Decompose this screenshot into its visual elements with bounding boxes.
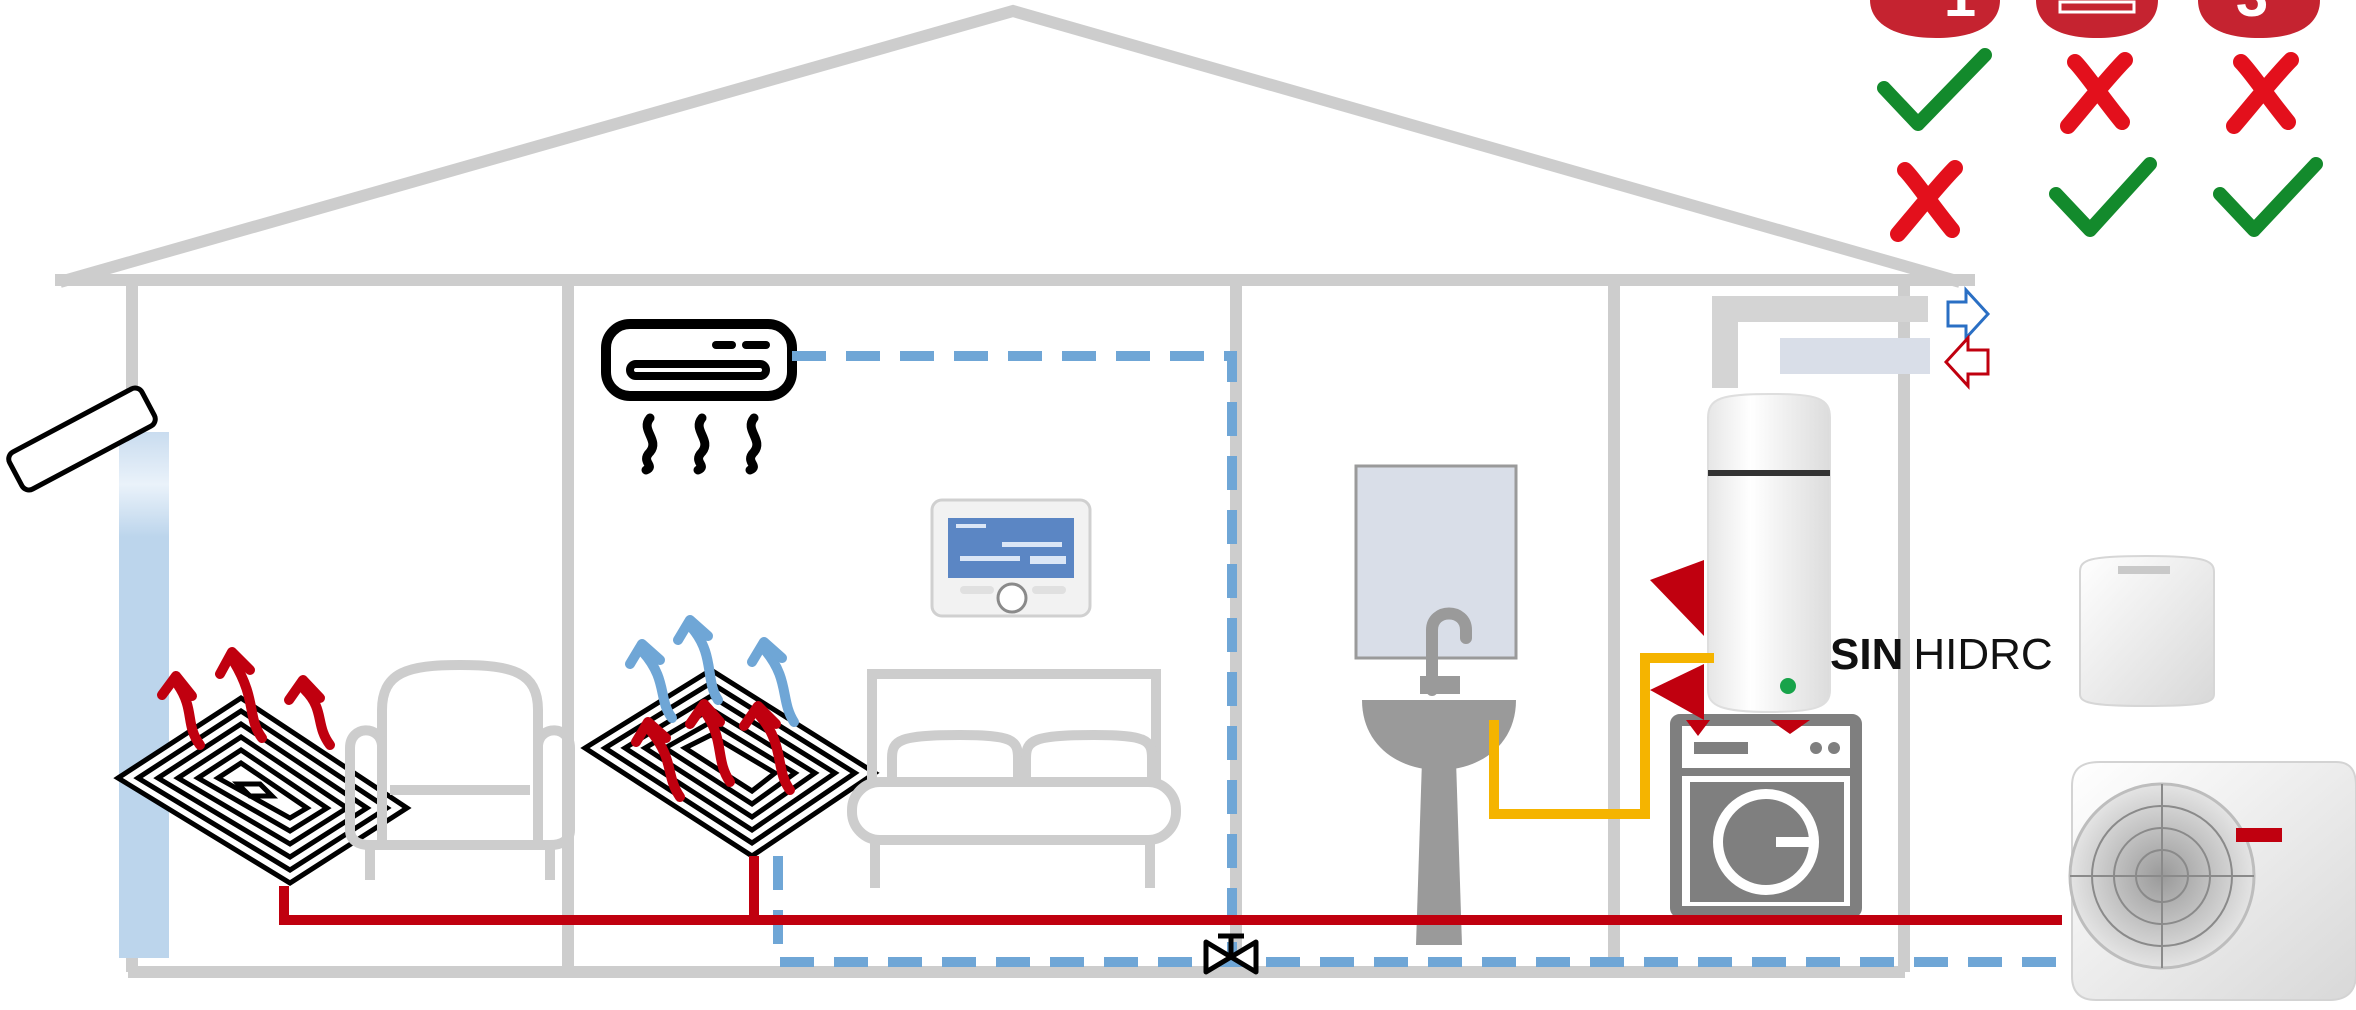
air-ducts — [1712, 290, 1988, 388]
cross-mark-icon — [1898, 168, 1955, 234]
washing-machine-icon — [1676, 720, 1856, 912]
water-heater-icon — [1708, 394, 1830, 712]
cross-mark-icon — [2234, 60, 2291, 126]
indoor-hydronic-unit-icon — [2080, 556, 2214, 706]
check-mark-icon — [2220, 164, 2316, 230]
bedroom — [585, 324, 1176, 888]
svg-text:1: 1 — [1944, 0, 1976, 29]
living-room — [6, 385, 570, 958]
intake-air-duct — [1780, 338, 1930, 374]
svg-text:3: 3 — [2236, 0, 2268, 29]
cross-mark-icon — [2068, 60, 2125, 126]
mode-badge-2 — [2036, 0, 2158, 38]
warm-air-arrow — [1946, 338, 1988, 386]
check-mark-icon — [1884, 55, 1985, 124]
thermostat-icon — [932, 500, 1090, 616]
bathroom — [1356, 466, 1516, 945]
house-roof — [60, 11, 1960, 282]
mode-matrix: 1 3 — [1870, 0, 2320, 234]
bed-icon — [852, 674, 1176, 888]
mode-badge-3: 3 — [2198, 0, 2320, 38]
cooling-pipe — [792, 356, 1232, 962]
check-mark-icon — [2056, 164, 2150, 230]
underfloor-heating-icon — [585, 670, 875, 856]
air-conditioner-icon — [606, 324, 792, 470]
heat-pump-outdoor-unit-icon — [2070, 762, 2356, 1000]
armchair-icon — [350, 665, 570, 880]
cold-air-arrow — [1948, 290, 1988, 338]
mode-badge-1: 1 — [1870, 0, 2000, 38]
